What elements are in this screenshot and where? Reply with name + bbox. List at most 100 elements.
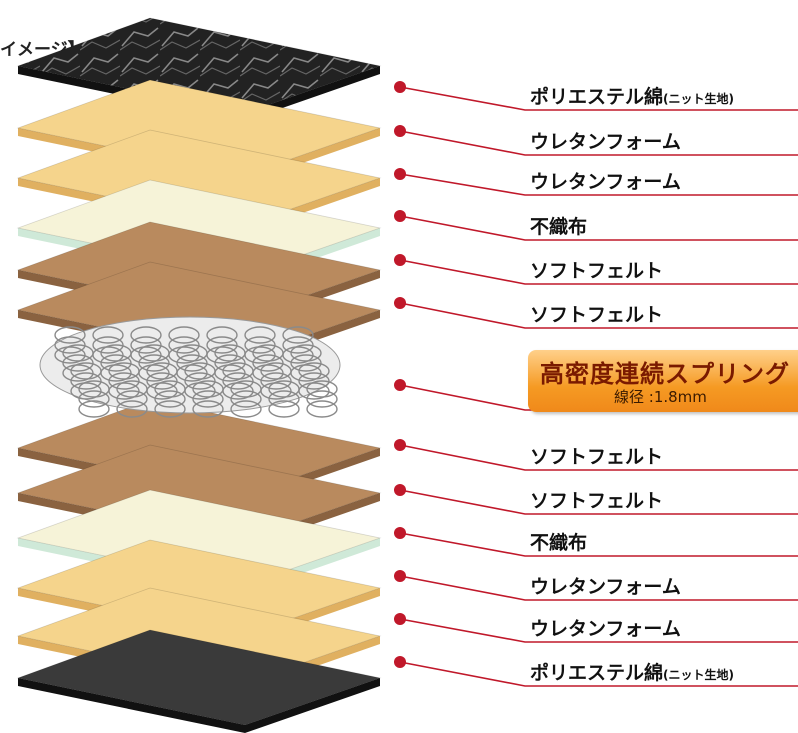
spring-coil [230,380,262,398]
spring-coil [108,362,140,380]
spring-coil [206,326,238,344]
leader-line [399,618,798,643]
spring-coil [62,354,94,372]
layer-label: ウレタンフォーム [530,171,681,193]
spring-coil [176,344,208,362]
spring-coil [214,354,246,372]
layer-slab-knit-bottom [16,629,382,733]
spring-coil [54,336,86,354]
spring-coil [168,326,200,344]
spring-coil [154,400,186,418]
spring-coil [306,380,338,398]
layer-label-text: ポリエステル綿 [530,662,664,684]
spring-coil [138,354,170,372]
spring-coil [146,372,178,390]
spring-coil [282,326,314,344]
layer-top-face [16,629,382,726]
leader-line [399,302,798,329]
layer-label: ソフトフェルト [530,446,663,468]
leader-dot [394,379,406,391]
spring-coil [78,380,110,398]
layer-label: 不織布 [530,216,587,238]
leader-dot [394,81,406,93]
layer-label: ウレタンフォーム [530,576,681,598]
layer-label-text: 不織布 [530,532,588,554]
layer-label: ウレタンフォーム [530,131,681,153]
spring-coil [214,344,246,362]
leader-dot [394,613,406,625]
leader-dot [394,168,406,180]
spring-coil [78,390,110,408]
spring-coil [154,380,186,398]
leader-line [399,575,798,601]
spring-coil [192,400,224,418]
leader-dot [394,254,406,266]
spring-coil [62,344,94,362]
spring-coil [260,362,292,380]
spring-coil [70,362,102,380]
leader-dot [394,570,406,582]
spring-coil [146,362,178,380]
spring-coil [184,372,216,390]
leader-line [399,661,798,687]
spring-coil [244,326,276,344]
spring-coil [70,382,102,400]
spring-wire-diameter: 線径 :1.8mm [614,388,707,406]
spring-coil [154,390,186,408]
spring-callout: 高密度連続スプリング 線径 :1.8mm [528,350,798,412]
layer-label-sub: (ニット生地) [663,668,734,682]
leader-dot [394,210,406,222]
layer-label-sub: (ニット生地) [663,92,734,106]
spring-coil [222,372,254,390]
spring-coil [222,362,254,380]
spring-coil [130,336,162,354]
layer-label-text: ウレタンフォーム [530,131,681,153]
leader-line [399,215,798,241]
spring-coil [192,380,224,398]
spring-coil [116,400,148,418]
layer-label: ソフトフェルト [530,304,663,326]
spring-coil [78,400,110,418]
spring-coil [282,336,314,354]
spring-coil [268,390,300,408]
leader-dot [394,125,406,137]
layer-label-text: ソフトフェルト [530,446,664,468]
spring-coil [306,400,338,418]
layer-label: ウレタンフォーム [530,618,681,640]
spring-coil [108,372,140,390]
spring-coil [70,372,102,390]
spring-unit [39,316,341,418]
spring-coil [192,390,224,408]
layer-edge [18,678,380,733]
spring-coil [116,390,148,408]
spring-coil [130,326,162,344]
layer-label-text: ウレタンフォーム [530,171,681,193]
spring-coil [54,346,86,364]
layer-label-text: ソフトフェルト [530,260,664,282]
spring-coil [54,326,86,344]
leader-line [399,532,798,557]
layer-label: ソフトフェルト [530,490,663,512]
spring-coil [298,372,330,390]
layer-label: 不織布 [530,532,587,554]
layer-label: ポリエステル綿(ニット生地) [530,86,734,110]
layer-label: ポリエステル綿(ニット生地) [530,662,734,686]
leader-line [399,86,798,111]
spring-coil [230,390,262,408]
spring-coil [62,364,94,382]
layer-label-text: ポリエステル綿 [530,86,664,108]
spring-coil [100,354,132,372]
leader-dot [394,297,406,309]
spring-coil [176,354,208,372]
spring-coil [290,354,322,372]
leader-dot [394,439,406,451]
leader-line [399,489,798,515]
spring-coil [298,362,330,380]
layer-label-text: ウレタンフォーム [530,618,681,640]
leader-line [399,259,798,285]
spring-coil [92,336,124,354]
layer-label-text: 不織布 [530,216,588,238]
layer-label-text: ソフトフェルト [530,304,664,326]
spring-coil [138,344,170,362]
